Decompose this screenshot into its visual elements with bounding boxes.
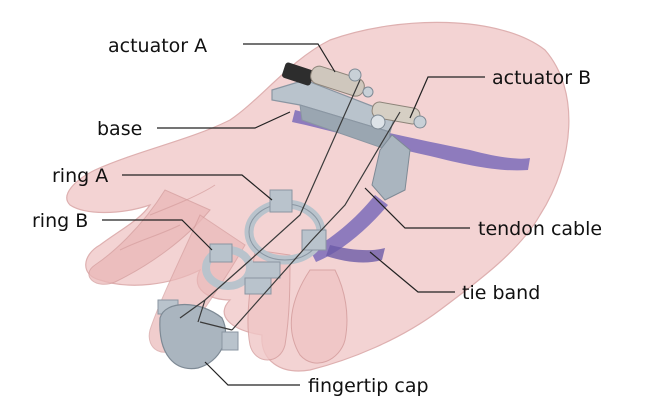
label-fingertip-cap: fingertip cap: [308, 375, 429, 397]
leader-fingertip-cap: [204, 361, 300, 386]
labels: actuator A actuator B base ring A ring B…: [32, 35, 602, 397]
label-tendon-cable: tendon cable: [478, 218, 602, 240]
leader-tie-band: [369, 251, 455, 293]
fingertip-cap-part: [159, 303, 239, 370]
ring-b-part: [157, 243, 272, 315]
leader-ring-b: [102, 219, 213, 251]
finger-index: [88, 189, 211, 285]
label-base: base: [97, 118, 142, 140]
thumb-tie-band: [310, 195, 388, 262]
label-ring-b: ring B: [32, 210, 88, 232]
tie-band-lower: [326, 245, 385, 263]
leader-actuator-b: [409, 76, 485, 119]
leader-actuator-a: [243, 43, 336, 73]
label-actuator-b: actuator B: [492, 67, 591, 89]
label-actuator-a: actuator A: [108, 35, 207, 57]
leader-tendon-cable: [364, 187, 470, 229]
leader-lines: [102, 43, 485, 386]
actuator-a-body: [282, 62, 374, 98]
side-bracket: [371, 134, 411, 201]
cap-shell: [159, 303, 227, 370]
label-ring-a: ring A: [52, 165, 108, 187]
thumb: [290, 269, 348, 364]
finger-creases: [119, 184, 216, 251]
label-tie-band: tie band: [462, 282, 540, 304]
leader-base: [157, 111, 291, 129]
leader-ring-a: [122, 174, 273, 201]
tendon-cables: [179, 79, 401, 331]
exoskeleton-device: [157, 62, 427, 370]
